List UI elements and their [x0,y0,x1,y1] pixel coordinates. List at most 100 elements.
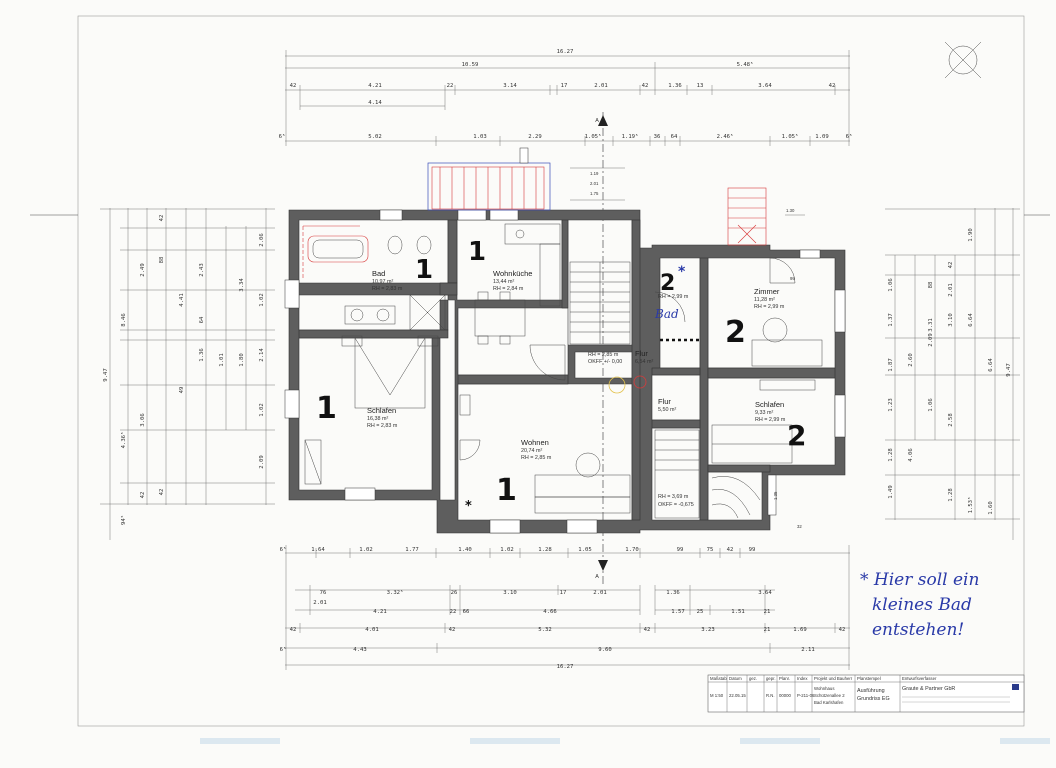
mark-wohnen: 1 [496,473,517,508]
note-line-2: kleines Bad [872,595,972,615]
dim-top-row2: 5.48⁵ [737,61,754,68]
dim-right: 2.09 [928,333,934,346]
mark-zimmer: 2 [725,315,746,350]
room-wohnkueche-height: RH = 2,84 m [493,286,524,292]
dim-left-labels: 9.47 8.46 2.49 3.06 4.36⁵ 42 94⁵ 2.06 1.… [103,215,265,525]
dim-bottom-row4: 1.69 [793,627,806,633]
dim-top-row4: 1.05⁵ [585,133,602,140]
dim-top-row2: 10.59 [462,62,479,68]
dim-right: 1.90 [968,228,974,241]
mark-wohnkueche: 1 [468,237,486,267]
dim-bottom-row2b: 2.01 [313,600,326,606]
dim-bottom-row1: 1.02 [500,547,513,553]
dimension-chains-top: 16.27 10.59 5.48⁵ 42 4.21 22 3.14 17 2.0… [279,49,852,146]
dim-bottom-row2: 2.01 [593,590,606,596]
room-zimmer-height: RH = 2,99 m [754,304,785,310]
dimension-chains-right: 9.47 6.64 6.64 3.10 2.09 2.60 2.58 4.06 … [885,208,1020,540]
sheet-border [77,15,1025,727]
dim-top-row3: 42 [290,83,297,89]
handwritten-note: * Hier soll ein kleines Bad entstehen! [860,570,979,640]
dim-right-labels: 9.47 6.64 6.64 3.10 2.09 2.60 2.58 4.06 … [888,228,1012,514]
star-wohnen: * [465,499,472,514]
room-flur-small-area: 5,50 m² [658,407,676,413]
dim-bottom-row1: 99 [749,547,756,553]
dim-bottom-row1: 42 [727,547,734,553]
dim-right: 1.60 [988,501,994,514]
room-wohnen-name: Wohnen [521,438,549,447]
room-wohnen-area: 20,74 m² [521,448,542,454]
dim-right: 1.06 [928,398,934,411]
dim-left: 1.36 [199,348,205,361]
dim-bottom-row1: 1.05 [578,547,591,553]
dim-left: 4.41 [179,293,185,306]
dimension-chains-left: 9.47 8.46 2.49 3.06 4.36⁵ 42 94⁵ 2.06 1.… [100,208,275,540]
dim-misc: 1.75 [590,191,599,196]
dim-right: 1.28 [888,448,894,462]
dim-bottom-row2: 76 [320,590,327,596]
dim-left: 49 [179,387,185,394]
dim-left: 4.36⁵ [120,432,127,449]
dim-bottom-row2: 17 [560,590,567,596]
dim-top-row3: 42 [829,83,836,89]
dim-top-row3: 13 [697,83,704,89]
section-label-top: A [595,118,599,124]
tb-head: Projekt und Bauherr [814,676,853,681]
dim-top-row4: 6⁵ [279,133,286,140]
dim-right: 4.06 [908,448,914,461]
dim-right: 1.06 [888,278,894,291]
room-wohnkueche-area: 13,44 m² [493,279,514,285]
dim-top-row4: 2.46⁵ [717,133,734,140]
dim-bottom-row3: 66 [463,609,470,615]
room-zimmer-name: Zimmer [754,287,780,296]
dim-bottom-row1: 99 [677,547,684,553]
dim-left: 1.02 [259,403,265,416]
dim-left: 2.49 [140,263,146,276]
north-arrow-icon [944,41,982,79]
stair-low-height: RH = 3,69 m [658,494,689,500]
dim-bottom-row5: 2.11 [801,647,814,653]
mark-bad: 1 [415,255,433,285]
dimension-chains-bottom: 6⁵ 1.64 1.02 1.77 1.40 1.02 1.28 1.05 1.… [280,545,850,670]
note-line-1: * Hier soll ein [860,570,979,590]
dim-top-row4: 1.05⁵ [782,133,799,140]
dim-left: 1.02 [259,293,265,306]
dim-bottom-row1: 1.64 [311,547,325,553]
dim-bottom-row4: 42 [644,627,651,633]
room-flur-small-name: Flur [658,397,671,406]
dim-bottom-row5: 9.60 [598,647,611,653]
dim-bottom-row4: 42 [290,627,297,633]
dim-bottom-row1: 6⁵ [280,546,287,553]
dim-bottom-row4: 3.23 [701,627,714,633]
dim-bottom-row4: 4.01 [365,627,378,633]
dim-left: 2.06 [259,233,265,246]
dim-right: 3.10 [948,313,954,326]
dim-top-row3: 1.36 [668,83,681,89]
tb-head: gepr. [766,676,776,681]
building-walls [288,209,846,534]
dim-misc: 1.35 [773,491,778,500]
dims-misc: 1.19 2.01 1.75 1.30 1.35 32 99 [570,167,805,529]
dim-right: 1.87 [888,358,894,371]
tb-init: R.N. [766,693,775,698]
tb-project-1: Wohnhaus [814,686,834,691]
dim-top-row4: 1.19⁵ [622,133,639,140]
mark-schlafen-left: 1 [316,391,337,426]
dim-right: 1.37 [888,313,894,326]
tb-plan: P-211-06 [797,693,815,698]
dim-left: 2.09 [259,455,265,468]
dim-right: 2.01 [948,283,954,296]
dim-left: 42 [159,215,165,222]
kitchen-fixtures [474,223,561,345]
dim-right: 2.58 [948,413,954,427]
tb-phase-2: Grundriss EG [857,696,890,702]
new-bath-markup [608,338,700,394]
room-schlafen-left-height: RH = 2,83 m [367,423,398,429]
dim-top-row3: 17 [561,83,568,89]
scan-artifacts [200,738,1050,744]
tb-scale: M 1:50 [710,693,724,698]
room-wohnen-height: RH = 2,85 m [521,455,552,461]
dim-left: 42 [140,492,146,499]
dim-left: 2.43 [199,263,205,276]
tb-head: Datum [729,676,742,681]
